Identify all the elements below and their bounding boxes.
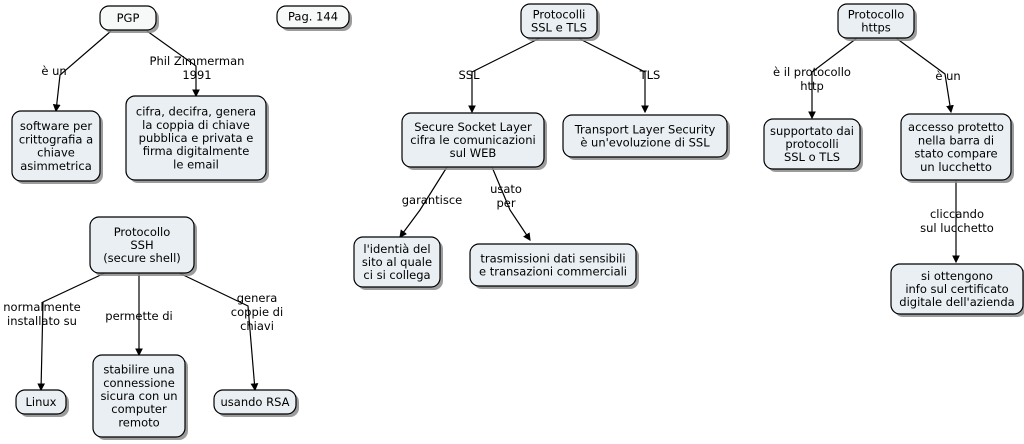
node-box[interactable]: [353, 236, 441, 288]
edge-line: [577, 37, 649, 114]
node-box[interactable]: [520, 3, 598, 39]
edge-label-https-to-accesso: è un: [935, 69, 960, 83]
node-box[interactable]: [837, 3, 915, 39]
node-box[interactable]: [763, 118, 861, 170]
node-box[interactable]: [11, 110, 101, 182]
edge-line: [176, 271, 259, 392]
edge-line: [52, 30, 112, 113]
node-box[interactable]: [213, 389, 297, 415]
page-marker-box[interactable]: [276, 5, 350, 29]
node-box[interactable]: [15, 389, 67, 415]
edge-pgp-to-software: è un: [41, 30, 112, 113]
node-pgp[interactable]: PGP: [99, 5, 159, 33]
edge-https-to-accesso: è un: [895, 37, 961, 114]
node-box[interactable]: [401, 112, 545, 168]
edge-ssl-to-identita: garantisce: [399, 166, 463, 238]
node-box[interactable]: [890, 263, 1024, 315]
edge-label-ssltls-to-tls: TLS: [639, 68, 661, 82]
node-box[interactable]: [92, 354, 186, 438]
edge-ssltls-to-ssl: SSL: [458, 37, 541, 114]
edge-label-ssh-to-conn: permette di: [105, 309, 172, 323]
node-box[interactable]: [900, 113, 1012, 181]
edge-label-ssltls-to-ssl: SSL: [458, 68, 480, 82]
edge-line: [399, 166, 448, 238]
edge-line: [37, 271, 108, 392]
node-box[interactable]: [89, 216, 195, 274]
node-label-ssh-rsa: usando RSA: [221, 395, 290, 409]
page-marker-label: Pag. 144: [288, 10, 338, 24]
node-box[interactable]: [125, 95, 267, 181]
edge-ssh-to-conn: permette di: [105, 272, 173, 357]
edge-line: [895, 37, 954, 114]
node-label-ssh-linux: Linux: [26, 395, 57, 409]
node-box[interactable]: [562, 114, 728, 158]
edge-line: [468, 37, 541, 114]
edge-line: [146, 30, 200, 98]
edge-line: [808, 37, 858, 120]
edge-label-pgp-to-software: è un: [41, 64, 66, 78]
node-box[interactable]: [99, 5, 157, 31]
node-ssh-rsa[interactable]: usando RSA: [213, 389, 299, 417]
node-label-pgp: PGP: [117, 11, 140, 25]
node-ssh-linux[interactable]: Linux: [15, 389, 69, 417]
node-box[interactable]: [469, 243, 637, 287]
edge-line: [491, 166, 531, 241]
page-marker[interactable]: Pag. 144: [276, 5, 352, 31]
edge-label-ssl-to-identita: garantisce: [402, 193, 463, 207]
edge-ssltls-to-tls: TLS: [577, 37, 661, 114]
